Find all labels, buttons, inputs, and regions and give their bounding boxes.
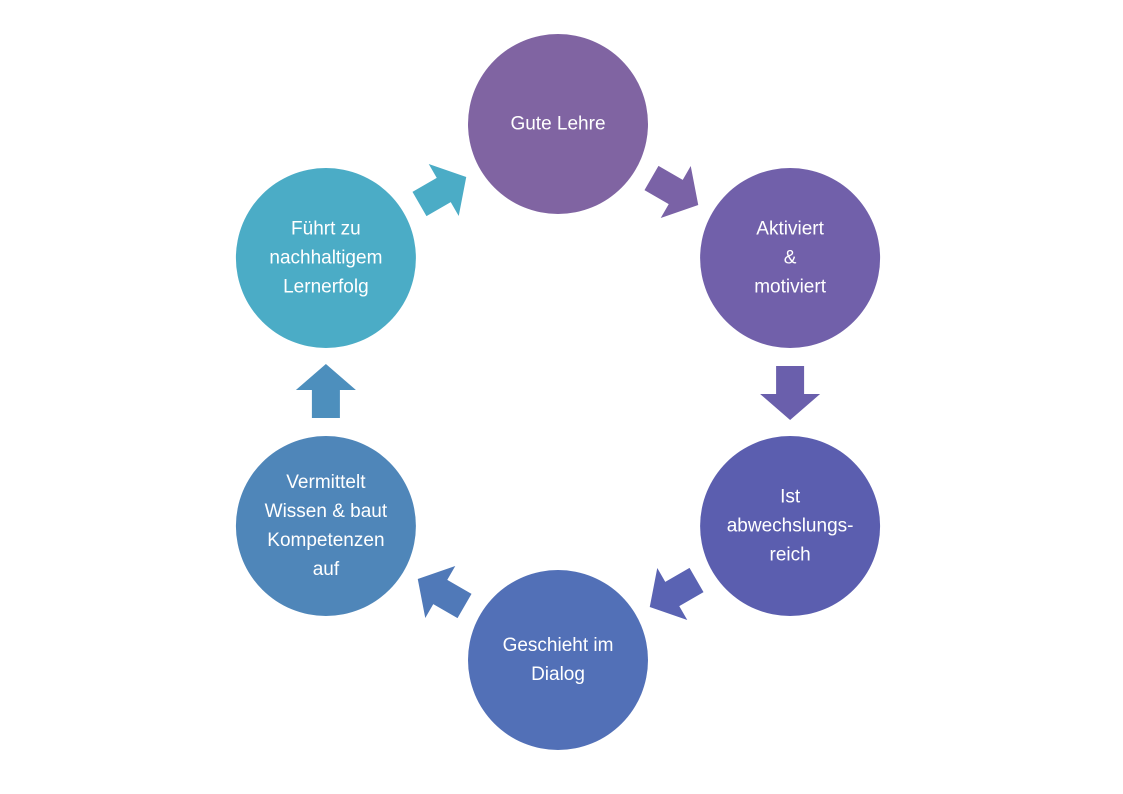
node-label-line: reich: [770, 545, 811, 566]
node-circle: [700, 168, 881, 348]
cycle-arrow-3: [649, 567, 704, 620]
node-label-line: Wissen & baut: [265, 501, 388, 522]
arrow-shape: [412, 164, 467, 217]
node-label-line: auf: [313, 559, 340, 580]
node-label-line: abwechslungs-: [727, 516, 854, 537]
node-label-line: Vermittelt: [286, 472, 366, 493]
arrow-shape: [295, 364, 356, 418]
node-label-line: motiviert: [754, 277, 827, 298]
node-label-line: Kompetenzen: [267, 530, 384, 551]
cycle-arrow-1: [644, 165, 699, 218]
node-label-line: nachhaltigem: [269, 248, 382, 269]
cycle-arrow-2: [760, 366, 821, 420]
node-label-line: Gute Lehre: [510, 114, 605, 135]
cycle-node-abwechslungsreich: Ist abwechslungs-reich: [700, 436, 881, 616]
arrows-layer: [295, 164, 821, 620]
arrow-shape: [760, 366, 821, 420]
arrow-shape: [644, 165, 699, 218]
node-circle: [235, 168, 416, 348]
arrow-shape: [649, 567, 704, 620]
node-circle: [700, 436, 881, 616]
node-label-line: Lernerfolg: [283, 277, 369, 298]
cycle-arrow-5: [295, 364, 356, 418]
cycle-arrow-4: [417, 566, 472, 619]
node-label-line: Dialog: [531, 664, 585, 685]
node-label-line: Aktiviert: [756, 219, 824, 240]
node-label-line: Geschieht im: [503, 635, 614, 656]
cycle-node-geschieht-im-dialog: Geschieht im Dialog: [468, 570, 648, 750]
arrow-shape: [417, 566, 472, 619]
node-circle: [235, 436, 416, 616]
node-label-line: &: [784, 248, 797, 269]
node-label-line: Ist: [780, 487, 801, 508]
cycle-arrow-6: [412, 164, 467, 217]
node-circle: [468, 34, 648, 214]
cycle-node-aktiviert-motiviert: Aktiviert & motiviert: [700, 168, 881, 348]
cycle-node-gute-lehre: Gute Lehre: [468, 34, 648, 214]
node-circle: [468, 570, 648, 750]
node-label-line: Führt zu: [291, 219, 361, 240]
